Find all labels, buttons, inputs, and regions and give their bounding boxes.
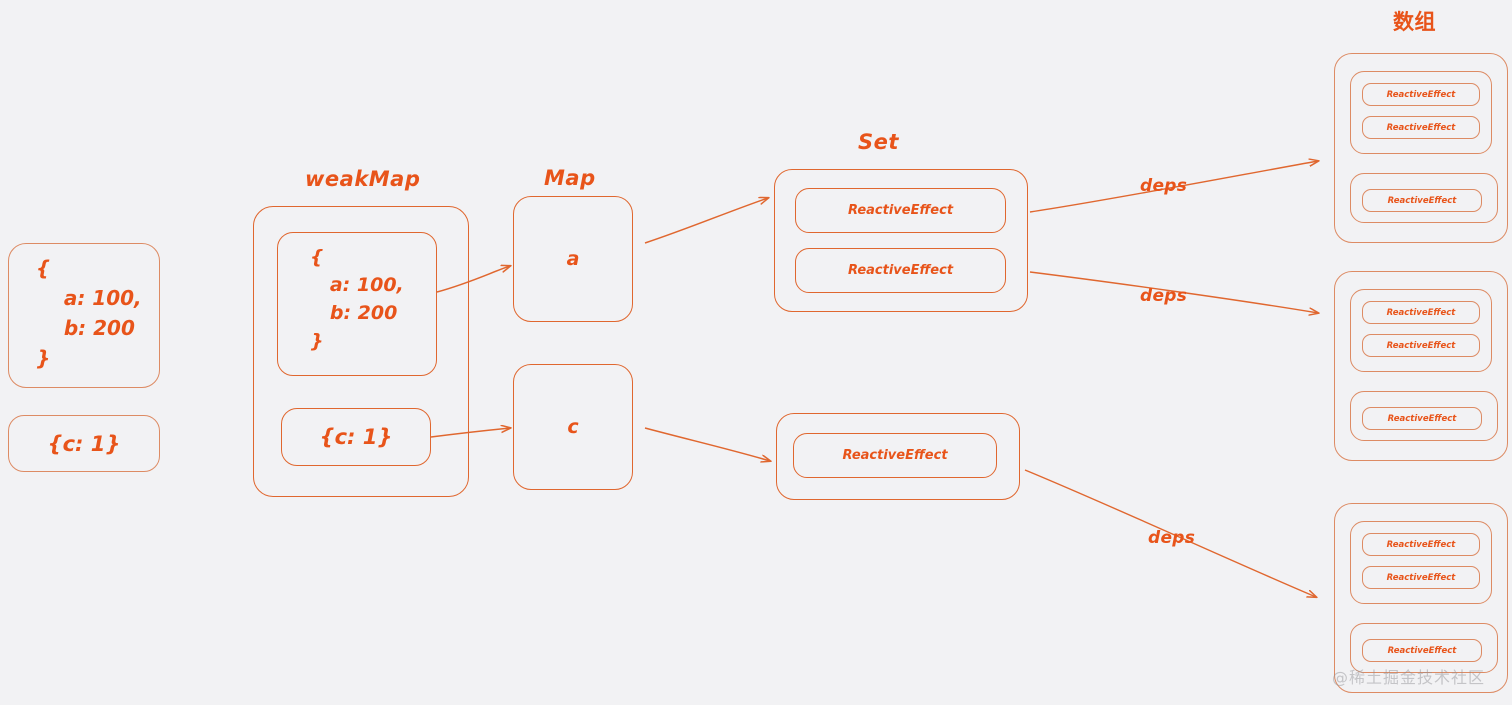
deps-array-1-group-a	[1350, 71, 1492, 154]
deps-array-3-effect-1-label: ReactiveEffect	[1386, 539, 1456, 550]
source-object-ab-text: { a: 100, b: 200 }	[36, 256, 142, 370]
deps-array-1-effect-2-label: ReactiveEffect	[1386, 122, 1456, 133]
source-object-c	[8, 415, 160, 472]
set-a-effect-1-label: ReactiveEffect	[847, 203, 954, 218]
deps-array-1	[1334, 53, 1508, 243]
deps-label-2: deps	[1140, 286, 1188, 306]
set-c-effect-1	[793, 433, 997, 478]
deps-array-1-effect-3	[1362, 189, 1482, 212]
deps-array-2-effect-3-label: ReactiveEffect	[1387, 413, 1457, 424]
deps-array-2-group-b	[1350, 391, 1498, 441]
deps-array-3-effect-3-label: ReactiveEffect	[1387, 645, 1457, 656]
deps-array-2-effect-1-label: ReactiveEffect	[1386, 307, 1456, 318]
weakmap-entry-ab-text: { a: 100, b: 200 }	[310, 246, 404, 352]
set-c-container	[776, 413, 1020, 500]
map-key-c-label: c	[567, 416, 579, 438]
map-key-a-label: a	[566, 248, 580, 270]
deps-array-2-effect-3	[1362, 407, 1482, 430]
set-c-effect-1-label: ReactiveEffect	[842, 448, 948, 463]
deps-array-2-effect-2-label: ReactiveEffect	[1386, 340, 1456, 351]
deps-array-1-effect-2	[1362, 116, 1480, 139]
deps-array-1-effect-1-label: ReactiveEffect	[1386, 89, 1456, 100]
watermark: @稀土掘金技术社区	[1332, 668, 1486, 687]
deps-label-1: deps	[1140, 176, 1188, 196]
deps-array-3-effect-3	[1362, 639, 1482, 662]
weakmap-title: weakMap	[305, 167, 421, 191]
source-object-ab	[8, 243, 160, 388]
deps-array-2-effect-1	[1362, 301, 1480, 324]
deps-array-1-group-b	[1350, 173, 1498, 223]
arrow-mapc-to-set2	[644, 427, 770, 461]
deps-array-3-effect-2	[1362, 566, 1480, 589]
deps-array-1-effect-3-label: ReactiveEffect	[1387, 195, 1457, 206]
set-a-effect-2	[795, 248, 1006, 293]
set-title: Set	[858, 130, 899, 154]
weakmap-entry-c	[281, 408, 431, 466]
deps-array-3-effect-1	[1362, 533, 1480, 556]
deps-array-3-effect-2-label: ReactiveEffect	[1386, 572, 1456, 583]
weakmap-container	[253, 206, 469, 497]
set-a-container	[774, 169, 1028, 312]
arrow-mapa-to-set1	[644, 198, 768, 244]
deps-array-1-effect-1	[1362, 83, 1480, 106]
source-object-c-text: {c: 1}	[47, 431, 121, 456]
set-a-effect-1	[795, 188, 1006, 233]
map-key-c-box	[513, 364, 633, 490]
deps-array-3-group-a	[1350, 521, 1492, 604]
deps-array-3-group-b	[1350, 623, 1498, 673]
array-title: 数组	[1393, 10, 1436, 34]
map-title: Map	[544, 166, 596, 190]
deps-array-2-effect-2	[1362, 334, 1480, 357]
deps-array-2-group-a	[1350, 289, 1492, 372]
deps-array-2	[1334, 271, 1508, 461]
weakmap-entry-c-text: {c: 1}	[319, 425, 393, 449]
deps-array-3	[1334, 503, 1508, 693]
deps-label-3: deps	[1148, 528, 1196, 548]
map-key-a-box	[513, 196, 633, 322]
set-a-effect-2-label: ReactiveEffect	[847, 263, 954, 278]
weakmap-entry-ab	[277, 232, 437, 376]
